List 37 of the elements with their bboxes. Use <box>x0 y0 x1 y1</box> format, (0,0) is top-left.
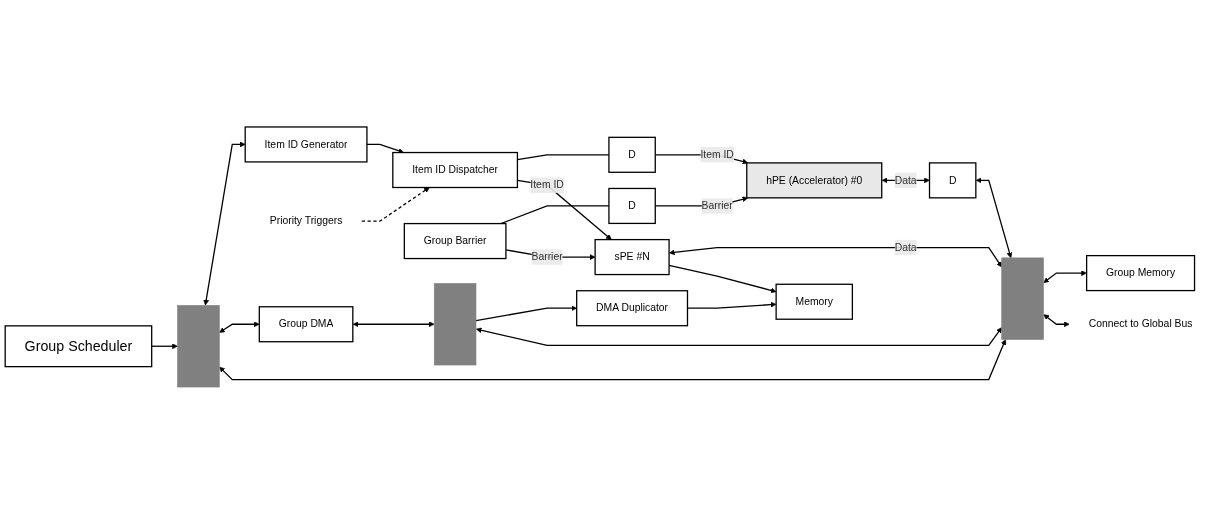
edge-label: Data <box>894 174 917 186</box>
node-bar <box>177 305 220 388</box>
arrow <box>475 305 577 322</box>
node-box: Item ID Generator <box>244 126 368 163</box>
arrow <box>476 327 1002 347</box>
arrow <box>352 321 435 328</box>
node-bar <box>1001 257 1044 340</box>
node-box: Group Barrier <box>403 222 507 260</box>
arrow <box>151 343 178 350</box>
node-box: sPE #N <box>594 238 670 276</box>
arrow <box>1043 314 1070 328</box>
edge-label: Item ID <box>530 179 564 191</box>
arrow <box>219 321 260 333</box>
arrow <box>975 177 1013 259</box>
edge-label: Barrier <box>531 251 563 263</box>
arrow <box>219 339 1007 381</box>
node-bar <box>433 283 477 366</box>
node-text: Connect to Global Bus <box>1088 318 1193 330</box>
node-box: hPE (Accelerator) #0 <box>746 162 883 199</box>
node-box: D <box>608 187 656 225</box>
arrow <box>203 141 246 306</box>
node-box: DMA Duplicator <box>576 290 689 327</box>
node-box: D <box>928 162 977 199</box>
arrow <box>1043 270 1087 283</box>
arrow <box>669 246 1002 268</box>
node-box: Group Scheduler <box>4 325 153 368</box>
node-box: Group Memory <box>1086 254 1196 292</box>
arrow <box>361 187 430 222</box>
arrow <box>366 143 404 154</box>
node-box: Memory <box>775 283 853 320</box>
node-box: D <box>608 136 656 173</box>
node-box: Group DMA <box>258 306 354 343</box>
edge-label: Barrier <box>701 200 733 212</box>
node-box: Item ID Dispatcher <box>392 151 519 189</box>
edge-label: Data <box>894 241 917 253</box>
node-text: Priority Triggers <box>269 215 343 227</box>
edge-label: Item ID <box>700 148 734 160</box>
